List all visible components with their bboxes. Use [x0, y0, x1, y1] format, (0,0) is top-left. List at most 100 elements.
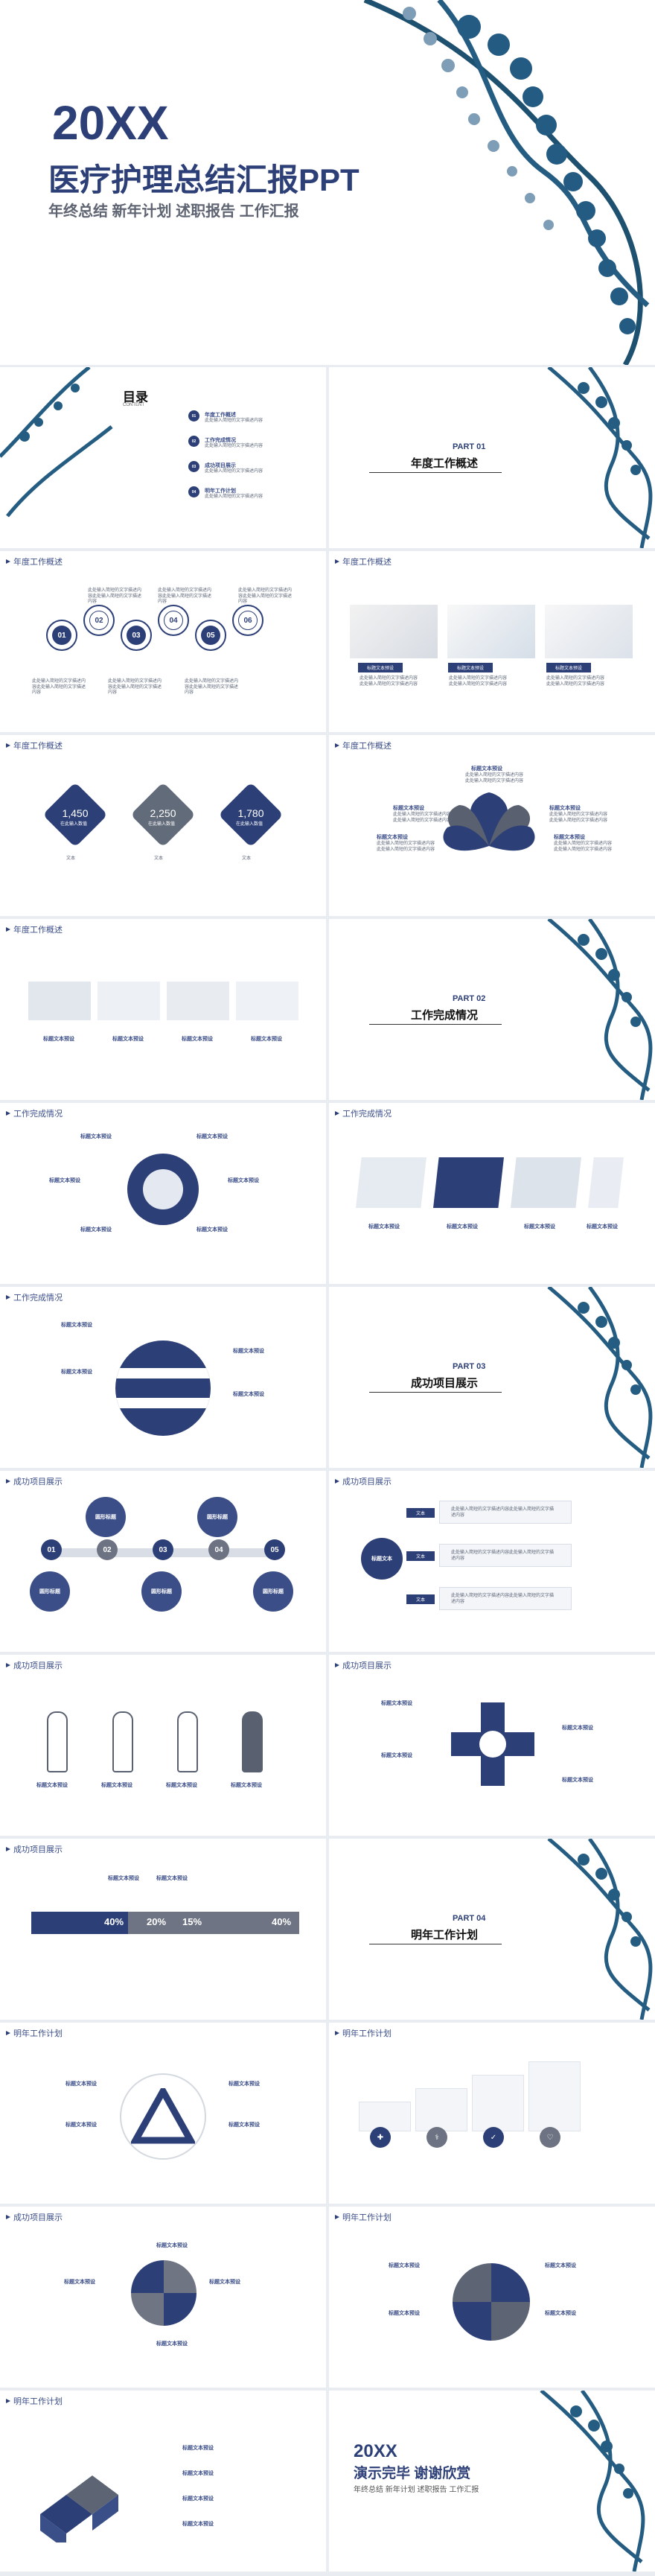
slanted-caption: 标题文本预设 — [368, 1224, 400, 1230]
toc-number: 01 — [188, 410, 199, 422]
step-number: 01 — [41, 1539, 62, 1560]
section-title: 成功项目展示 — [6, 1475, 63, 1487]
section-title: 成功项目展示 — [6, 2211, 63, 2223]
people-slide: 成功项目展示 标题文本预设 标题文本预设 标题文本预设 标题文本预设 — [0, 1655, 326, 1836]
toc-subtitle: CONTENT — [123, 403, 144, 407]
cube-title: 标题文本预设 — [182, 2446, 214, 2451]
cross-slide: 成功项目展示 标题文本预设 标题文本预设 标题文本预设 标题文本预设 — [329, 1655, 655, 1836]
hub-title: 标题文本预设 — [80, 1134, 112, 1139]
stat-label: 在此输入数值 — [148, 822, 176, 827]
puzzle-diagram — [131, 2260, 196, 2326]
slanted-photo-row — [356, 1157, 624, 1208]
toc-item-title: 工作完成情况 — [205, 438, 236, 443]
lotus-desc: 此处输入简短的文字描述内容此处输入简短的文字描述内容 — [377, 842, 435, 852]
triangle-title: 标题文本预设 — [229, 2122, 260, 2128]
step-blocks-slide: 明年工作计划 ✚ ⚕ ✓ ♡ — [329, 2023, 655, 2204]
timeline-text: 此处输入简短的文字描述内容此处输入简短的文字描述内容 — [238, 588, 293, 604]
timeline-text: 此处输入简短的文字描述内容此处输入简短的文字描述内容 — [185, 679, 239, 695]
puzzle-title: 标题文本预设 — [156, 2243, 188, 2248]
section-title: 工作完成情况 — [6, 1291, 63, 1303]
part-03-slide: PART 03 成功项目展示 — [329, 1287, 655, 1468]
part-title: 明年工作计划 — [411, 1929, 479, 1941]
photo-panel — [350, 605, 438, 658]
puzzle-title: 标题文本预设 — [156, 2341, 188, 2347]
percent-title: 标题文本预设 — [156, 1876, 188, 1881]
cover-slide: 20XX 医疗护理总结汇报PPT 年终总结 新年计划 述职报告 工作汇报 — [0, 0, 655, 365]
end-year: 20XX — [354, 2441, 397, 2461]
cube-title: 标题文本预设 — [182, 2522, 214, 2527]
puzzle-title: 标题文本预设 — [64, 2280, 95, 2285]
percent-value: 40% — [104, 1916, 124, 1927]
step-number: 04 — [208, 1539, 229, 1560]
timeline-number: 03 — [127, 626, 146, 645]
step-number: 03 — [153, 1539, 173, 1560]
step-circle: 圆形标题 — [253, 1571, 293, 1612]
title-underline — [369, 472, 502, 473]
text-card — [439, 1544, 572, 1567]
step-circle: 圆形标题 — [30, 1571, 70, 1612]
toc-title: 目录 — [123, 390, 148, 404]
part-title: 工作完成情况 — [411, 1009, 479, 1022]
text-card-desc: 此处输入简短的文字描述内容此处输入简短的文字描述内容 — [451, 1594, 555, 1604]
cube-title: 标题文本预设 — [182, 2496, 214, 2502]
cross-diagram — [451, 1702, 534, 1786]
section-title: 成功项目展示 — [335, 1659, 392, 1671]
stat-value: 1,780 — [237, 807, 264, 819]
step-circle: 圆形标题 — [197, 1497, 237, 1537]
part-label: PART 03 — [453, 1362, 486, 1371]
title-underline — [369, 1024, 502, 1025]
lotus-title: 标题文本预设 — [554, 835, 585, 840]
dna-illustration-part — [547, 1287, 653, 1468]
caption-desc: 此处输入简短的文字描述内容此处输入简短的文字描述内容 — [546, 676, 605, 687]
section-title: 工作完成情况 — [335, 1107, 392, 1119]
section-title: 年度工作概述 — [6, 740, 63, 751]
stat-value: 1,450 — [62, 807, 89, 819]
globe-diagram — [115, 1341, 211, 1436]
slanted-caption: 标题文本预设 — [524, 1224, 555, 1230]
person-title: 标题文本预设 — [231, 1783, 262, 1788]
section-title: 成功项目展示 — [335, 1475, 392, 1487]
step-block — [472, 2075, 524, 2131]
step-number: 02 — [97, 1539, 118, 1560]
part-title: 年度工作概述 — [411, 457, 479, 470]
step-block — [415, 2088, 467, 2131]
caption-box: 标题文本预设 — [358, 663, 403, 672]
photo-strip — [350, 605, 633, 658]
section-title: 成功项目展示 — [6, 1659, 63, 1671]
section-title: 年度工作概述 — [6, 923, 63, 935]
timeline-text: 此处输入简短的文字描述内容此处输入简短的文字描述内容 — [108, 679, 162, 695]
step-circle: 圆形标题 — [141, 1571, 182, 1612]
hub-title: 标题文本预设 — [49, 1178, 80, 1183]
toc-item-desc: 此处输入简短的文字描述内容 — [205, 444, 263, 448]
section-title: 明年工作计划 — [335, 2027, 392, 2039]
step-block — [359, 2102, 411, 2131]
section-title: 明年工作计划 — [6, 2027, 63, 2039]
lotus-desc: 此处输入简短的文字描述内容此处输入简短的文字描述内容 — [554, 842, 613, 852]
toc-item-desc: 此处输入简短的文字描述内容 — [205, 494, 263, 499]
photo-grid-slide: 年度工作概述 标题文本预设 标题文本预设 标题文本预设 标题文本预设 — [0, 919, 326, 1100]
cross-title: 标题文本预设 — [562, 1778, 593, 1783]
stat-label: 在此输入数值 — [60, 822, 88, 827]
caption-desc: 此处输入简短的文字描述内容此处输入简短的文字描述内容 — [449, 676, 508, 687]
triangle-title: 标题文本预设 — [229, 2082, 260, 2087]
step-icon: ♡ — [540, 2127, 560, 2148]
stat-caption: 文本 — [66, 856, 76, 861]
globe-title: 标题文本预设 — [61, 1370, 92, 1375]
toc-item-desc: 此处输入简短的文字描述内容 — [205, 419, 263, 423]
lotus-diagram — [443, 792, 535, 851]
globe-title: 标题文本预设 — [233, 1349, 264, 1354]
end-title: 演示完毕 谢谢欣赏 — [354, 2466, 471, 2481]
lotus-title: 标题文本预设 — [549, 806, 581, 811]
dna-illustration-part — [547, 367, 653, 548]
triangle-ring — [120, 2073, 206, 2160]
puzzle-title: 标题文本预设 — [209, 2280, 240, 2285]
timeline-number: 05 — [201, 626, 220, 645]
timeline: 01 02 03 04 05 06 — [46, 605, 277, 679]
section-title: 年度工作概述 — [335, 740, 392, 751]
dna-illustration — [363, 0, 650, 365]
steps-slide: 成功项目展示 01 02 03 04 05 圆形标题 圆形标题 圆形标题 圆形标… — [0, 1471, 326, 1652]
